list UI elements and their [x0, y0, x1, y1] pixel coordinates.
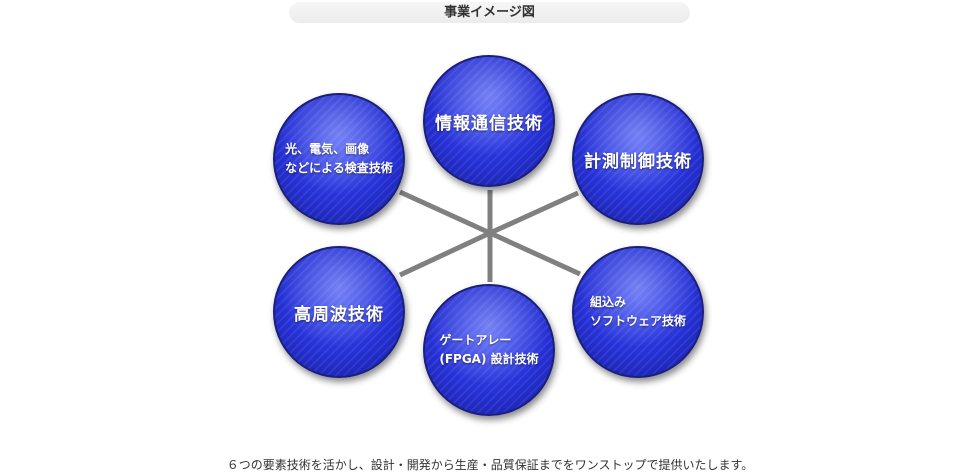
node-gate-array-line2: (FPGA) 設計技術: [439, 352, 539, 366]
node-inspection-line2: などによる検査技術: [285, 161, 393, 175]
node-gate-array-line1: ゲートアレー: [439, 333, 512, 347]
node-measurement-control-label: 計測制御技術: [584, 151, 692, 172]
connector-bottom-left: [398, 230, 492, 278]
node-information-communication: 情報通信技術: [423, 55, 555, 187]
connector-bottom-right: [488, 230, 582, 277]
connector-top-right: [488, 190, 580, 236]
diagram-caption: ６つの要素技術を活かし、設計・開発から生産・品質保証までをワンストップで提供いた…: [226, 458, 754, 472]
connector-top-left: [398, 189, 492, 236]
node-inspection-line1: 光、電気、画像: [285, 142, 370, 156]
node-gate-array: ゲートアレー (FPGA) 設計技術: [423, 284, 555, 416]
node-inspection-label: 光、電気、画像 などによる検査技術: [285, 140, 393, 178]
node-gate-array-label: ゲートアレー (FPGA) 設計技術: [439, 331, 538, 369]
diagram-title: 事業イメージ図: [289, 2, 690, 23]
node-high-frequency: 高周波技術: [273, 246, 405, 378]
node-measurement-control: 計測制御技術: [572, 93, 704, 225]
node-embedded-software-line2: ソフトウェア技術: [589, 314, 686, 328]
node-embedded-software-label: 組込み ソフトウェア技術: [590, 293, 686, 331]
node-embedded-software-line1: 組込み: [589, 295, 626, 309]
node-high-frequency-label: 高周波技術: [294, 304, 384, 325]
node-information-communication-label: 情報通信技術: [435, 113, 543, 134]
node-embedded-software: 組込み ソフトウェア技術: [572, 246, 704, 378]
node-inspection: 光、電気、画像 などによる検査技術: [273, 93, 405, 225]
